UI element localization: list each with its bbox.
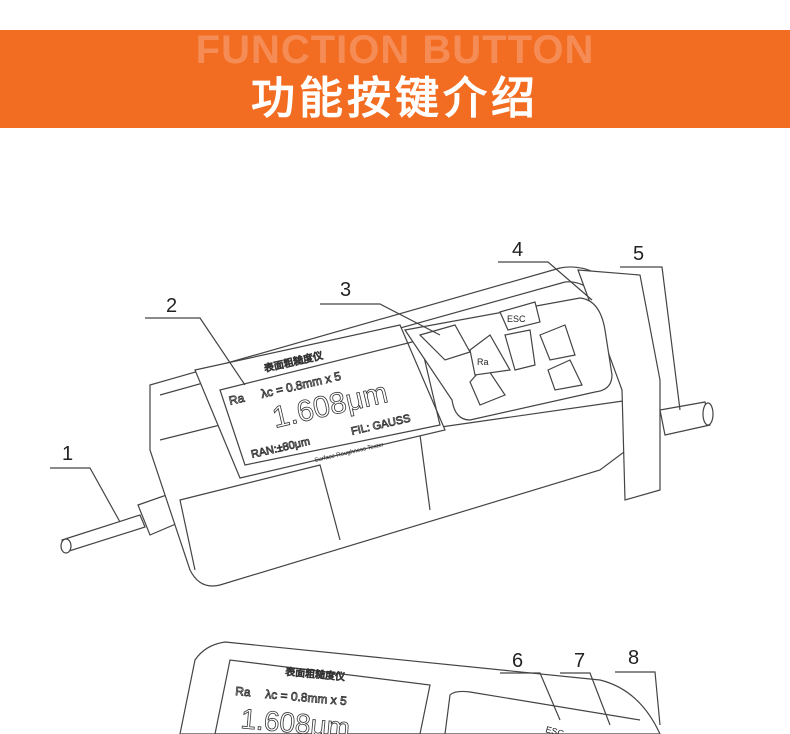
key-esc-label-lower: ESC [544,724,565,734]
key-enter[interactable] [547,359,583,391]
key-ra-label: Ra [477,357,489,367]
callout-7: 7 [574,650,585,672]
screen-reading-lower: 1.608μm [239,703,351,734]
key-menu[interactable] [504,329,536,371]
callout-5: 5 [633,243,644,265]
callout-6: 6 [512,650,523,672]
probe [60,491,186,554]
key-esc-label: ESC [507,314,526,324]
callouts: 1 2 3 4 5 6 7 8 [50,239,681,726]
callout-1: 1 [62,443,73,465]
screen-param-lower: Ra [235,684,252,699]
key-esc[interactable] [499,301,541,331]
header-banner: FUNCTION BUTTON 功能按键介绍 [0,30,790,128]
callout-3: 3 [340,279,351,301]
header-ghost-text: FUNCTION BUTTON [195,30,595,72]
screen-param: Ra [228,391,246,408]
keypad: Ra ESC [403,297,613,421]
key-power[interactable] [539,324,576,361]
callout-8: 8 [628,647,639,669]
device-body-lower: 表面粗糙度仪 Ra λc = 0.8mm x 5 1.608μm ESC [179,641,661,734]
display-screen: 表面粗糙度仪 Ra λc = 0.8mm x 5 1.608μm RAN:±80… [194,324,446,479]
callout-4: 4 [512,239,523,261]
header-title: 功能按键介绍 [251,73,539,124]
callout-2: 2 [166,295,177,317]
key-ra[interactable] [469,334,511,376]
